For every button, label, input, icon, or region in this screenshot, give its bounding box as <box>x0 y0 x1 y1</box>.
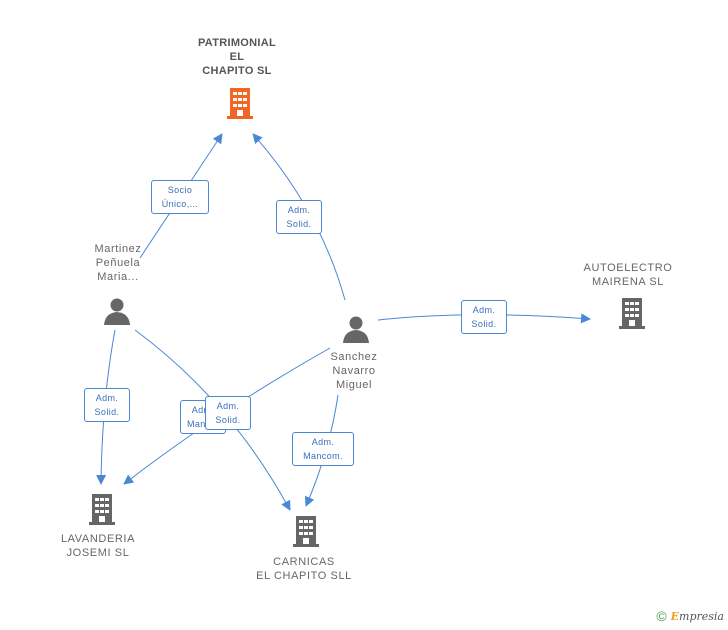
building-icon[interactable] <box>224 86 256 120</box>
label-line: CHAPITO SL <box>202 65 272 77</box>
edge-label-line: Socio <box>167 185 193 195</box>
edge-label-line: Solid. <box>215 415 241 425</box>
label-line: Martinez <box>94 243 142 255</box>
brand-logo[interactable]: Empresia <box>671 610 724 623</box>
edge-label-line: Manc... <box>187 419 220 429</box>
label-line: AUTOELECTRO <box>583 262 673 274</box>
edge-label-line: Solid. <box>286 219 312 229</box>
company-label-autoelectro[interactable]: AUTOELECTRO MAIRENA SL <box>578 261 678 289</box>
edge-label-line: Solid. <box>94 407 120 417</box>
edge-label-line: Mancom. <box>303 451 343 461</box>
edge-label-adm-mancom[interactable]: Adm. Mancom. <box>292 432 354 466</box>
building-icon[interactable] <box>290 514 322 548</box>
edge-label-line: Adm. <box>95 393 119 403</box>
label-line: PATRIMONIAL <box>197 37 277 49</box>
person-label-martinez[interactable]: Martinez Peñuela Maria... <box>68 242 168 284</box>
building-icon[interactable] <box>616 296 648 330</box>
label-line: JOSEMI SL <box>66 547 130 559</box>
edge-label-line: Adm. <box>311 437 335 447</box>
company-label-carnicas[interactable]: CARNICAS EL CHAPITO SLL <box>244 555 364 583</box>
label-line: MAIRENA SL <box>591 276 665 288</box>
label-line: Peñuela <box>95 257 141 269</box>
company-label-lavanderia[interactable]: LAVANDERIA JOSEMI SL <box>48 532 148 560</box>
person-icon[interactable] <box>341 314 371 344</box>
label-line: Sanchez <box>330 351 378 363</box>
edge-label-line: Adm. <box>287 205 311 215</box>
copyright-symbol: © <box>656 608 667 624</box>
edge-label-line: Adm. <box>191 405 215 415</box>
label-line: EL <box>229 51 245 63</box>
label-line: CARNICAS <box>273 556 335 568</box>
building-icon[interactable] <box>86 492 118 526</box>
edge-label-line: Adm. <box>216 401 240 411</box>
person-label-sanchez[interactable]: Sanchez Navarro Miguel <box>304 350 404 392</box>
edge-label-adm-solid[interactable]: Adm. Solid. <box>205 396 251 430</box>
brand-rest: mpresia <box>679 609 724 623</box>
person-icon[interactable] <box>102 296 132 326</box>
edge-label-adm-solid[interactable]: Adm. Solid. <box>276 200 322 234</box>
edge-label-adm-solid[interactable]: Adm. Solid. <box>461 300 507 334</box>
edge-label-socio-unico[interactable]: Socio Único,... <box>151 180 209 214</box>
label-line: EL CHAPITO SLL <box>256 570 352 582</box>
edge-label-line: Único,... <box>161 199 199 209</box>
footer-brand: © Empresia <box>656 608 724 624</box>
company-label-patrimonial[interactable]: PATRIMONIAL EL CHAPITO SL <box>187 36 287 78</box>
label-line: LAVANDERIA <box>60 533 136 545</box>
brand-initial: E <box>670 609 680 623</box>
edge-label-line: Solid. <box>471 319 497 329</box>
label-line: Maria... <box>97 271 139 283</box>
edge-label-line: Adm. <box>472 305 496 315</box>
label-line: Miguel <box>335 379 372 391</box>
edge-label-adm-solid[interactable]: Adm. Solid. <box>84 388 130 422</box>
label-line: Navarro <box>332 365 376 377</box>
